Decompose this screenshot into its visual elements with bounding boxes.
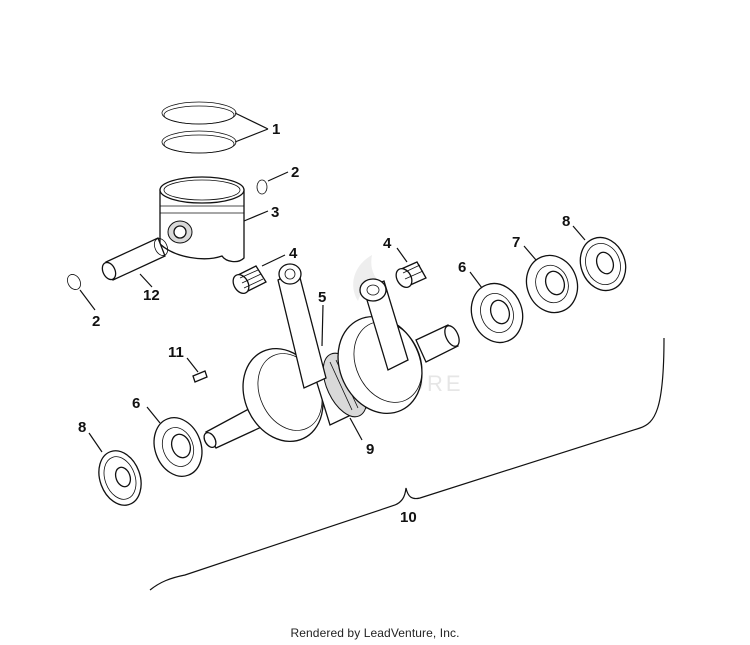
label-10: 10	[400, 509, 417, 526]
label-6-left: 6	[132, 395, 140, 412]
label-5: 5	[318, 289, 326, 306]
main-bearing-right	[469, 271, 524, 344]
callout-labels: 1 2 3 4 4 12 2 6 7 8 5 11 6 8 9 10	[78, 121, 570, 526]
footer-credit: Rendered by LeadVenture, Inc.	[290, 626, 460, 640]
label-12: 12	[143, 287, 160, 304]
label-4-right: 4	[383, 235, 392, 252]
label-9: 9	[366, 441, 374, 458]
label-3: 3	[271, 204, 279, 221]
label-4-left: 4	[289, 245, 298, 262]
label-1: 1	[272, 121, 280, 138]
main-bearing-left	[146, 406, 203, 477]
label-7: 7	[512, 234, 520, 251]
piston-rings	[161, 101, 269, 154]
crankshaft-assembly	[186, 263, 460, 449]
label-2-top: 2	[291, 164, 299, 181]
label-8-left: 8	[78, 419, 86, 436]
circlip-bottom	[67, 274, 96, 311]
label-6-right: 6	[458, 259, 466, 276]
needle-bearing-right	[395, 247, 427, 288]
circlip-top	[256, 171, 289, 195]
wrist-pin	[101, 237, 169, 288]
seal-right	[572, 225, 627, 292]
assembly-bracket	[149, 337, 665, 591]
seal-left	[88, 432, 142, 506]
piston	[159, 176, 269, 263]
label-11: 11	[168, 344, 184, 361]
needle-bearing-left	[232, 254, 286, 294]
label-8-right: 8	[562, 213, 570, 230]
bearing-7	[523, 245, 579, 314]
label-2-bottom: 2	[92, 313, 100, 330]
